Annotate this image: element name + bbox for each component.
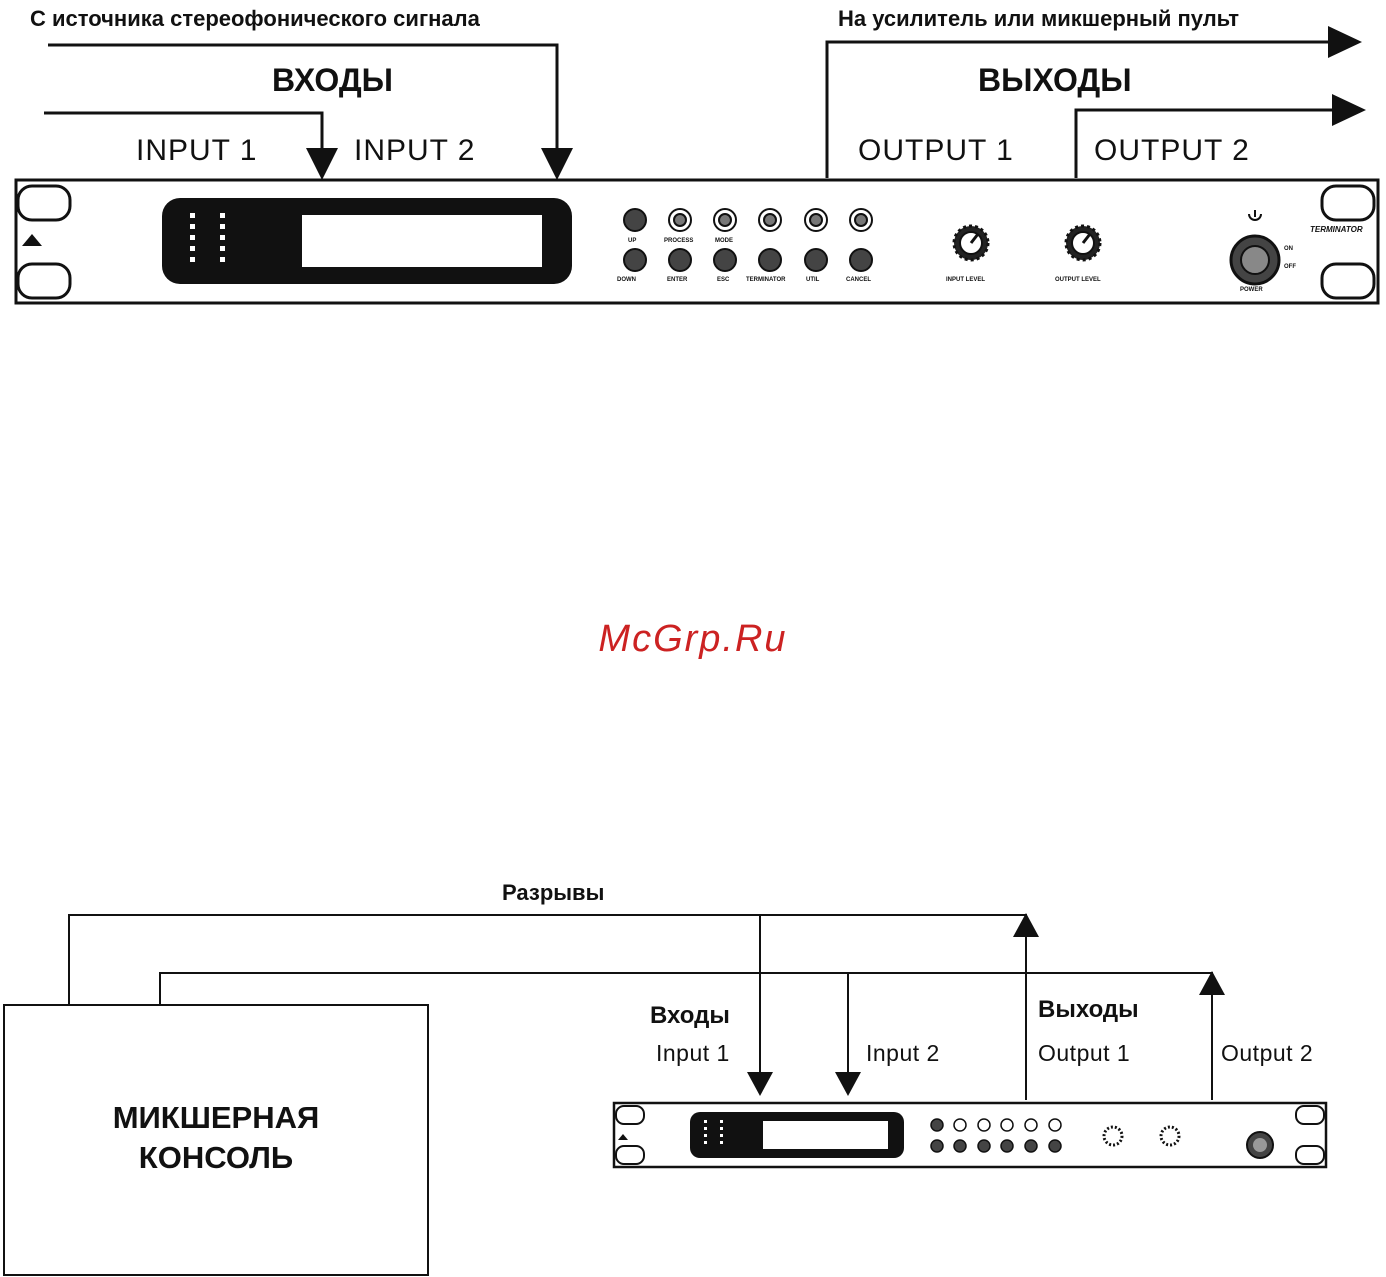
btn-util-label: UTIL <box>806 277 820 283</box>
mixing-console-box <box>3 1004 429 1276</box>
btn-esc-label: ESC <box>717 277 730 283</box>
output1-label: OUTPUT 1 <box>858 134 1014 167</box>
btn-cancel-label: CANCEL <box>846 277 871 283</box>
output2-label: OUTPUT 2 <box>1094 134 1250 167</box>
output2-line <box>1074 108 1334 178</box>
power-on-label: ON <box>1284 246 1293 252</box>
arrow-input2-bottom <box>835 1072 861 1096</box>
brand-logo-triangle <box>22 234 42 246</box>
break-line-2 <box>159 972 1213 1100</box>
output-level-label: OUTPUT LEVEL <box>1055 277 1101 283</box>
input1-label-bottom: Input 1 <box>656 1040 730 1066</box>
input2-label: INPUT 2 <box>354 134 476 167</box>
arrow-input1 <box>306 148 338 180</box>
btn-terminator-label: TERMINATOR <box>746 277 786 283</box>
btn-down-label: DOWN <box>617 277 636 283</box>
brand-title: TERMINATOR <box>1310 225 1363 234</box>
destination-caption: На усилитель или микшерный пульт <box>838 6 1240 31</box>
breaks-label: Разрывы <box>502 880 605 905</box>
btn-up-label: UP <box>628 238 637 244</box>
btn-process-label: PROCESS <box>664 238 694 244</box>
mixing-console-label: МИКШЕРНАЯ КОНСОЛЬ <box>4 1098 428 1178</box>
console-line-2: КОНСОЛЬ <box>138 1140 294 1175</box>
watermark: McGrp.Ru <box>598 618 788 660</box>
source-line-input2 <box>48 43 559 150</box>
power-off-label: OFF <box>1284 264 1296 270</box>
arrow-output2-bottom <box>1199 971 1225 995</box>
break-line-1 <box>68 914 1027 1100</box>
output1-label-bottom: Output 1 <box>1038 1040 1131 1066</box>
console-line-1: МИКШЕРНАЯ <box>112 1100 320 1135</box>
inputs-heading: ВХОДЫ <box>272 62 393 98</box>
arrow-input2 <box>541 148 573 180</box>
input1-label: INPUT 1 <box>136 134 258 167</box>
rack-device-small <box>612 1101 1328 1169</box>
arrow-input1-bottom <box>747 1072 773 1096</box>
inputs-heading-bottom: Входы <box>650 1002 730 1029</box>
source-line-input1 <box>44 111 324 150</box>
input-level-label: INPUT LEVEL <box>946 277 986 283</box>
power-label: POWER <box>1240 287 1263 293</box>
btn-enter-label: ENTER <box>667 277 688 283</box>
input2-label-bottom: Input 2 <box>866 1040 940 1066</box>
arrow-output1 <box>1328 26 1362 58</box>
source-caption: С источника стереофонического сигнала <box>30 6 480 31</box>
output1-line <box>825 40 1330 178</box>
arrow-output2 <box>1332 94 1366 126</box>
arrow-output1-bottom <box>1013 913 1039 937</box>
btn-mode-label: MODE <box>715 238 733 244</box>
outputs-heading: ВЫХОДЫ <box>978 62 1132 98</box>
rack-device-large <box>14 178 1380 305</box>
outputs-heading-bottom: Выходы <box>1038 996 1139 1023</box>
output2-label-bottom: Output 2 <box>1221 1040 1314 1066</box>
